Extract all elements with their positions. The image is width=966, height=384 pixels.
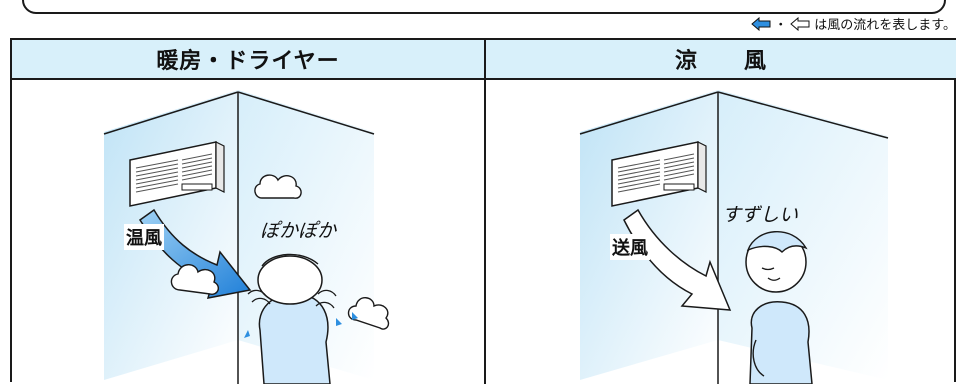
warm-air-label: 温風	[124, 224, 164, 250]
comparison-table: 暖房・ドライヤー 涼 風	[10, 38, 956, 384]
header-heating-dryer: 暖房・ドライヤー	[12, 40, 484, 80]
filled-left-arrow-icon	[751, 16, 771, 31]
person-drying-hair-icon	[244, 253, 358, 384]
top-frame	[22, 0, 946, 14]
legend-text: は風の流れを表します。	[814, 18, 956, 33]
air-conditioner-icon	[129, 141, 225, 207]
cloud-icon	[347, 297, 390, 330]
air-conditioner-icon	[611, 141, 707, 207]
airflow-legend: ・ は風の流れを表します。	[751, 14, 956, 33]
legend-separator: ・	[774, 18, 788, 33]
cloud-icon	[254, 174, 302, 199]
onomatopoeia-pokapoka: ぽかぽか	[260, 220, 337, 242]
outline-left-arrow-icon	[790, 16, 810, 31]
heating-illustration-panel: 温風 ぽかぽか	[12, 80, 484, 384]
breeze-label: 送風	[610, 234, 650, 260]
cool-breeze-illustration	[579, 90, 889, 384]
heating-illustration	[103, 90, 390, 384]
person-cooling-off-icon	[745, 231, 813, 384]
onomatopoeia-suzushii: すずしい	[722, 204, 799, 226]
column-divider	[484, 40, 486, 384]
cloud-icon	[170, 264, 220, 295]
cool-breeze-illustration-panel: 送風 すずしい	[486, 80, 956, 384]
header-cool-breeze: 涼 風	[486, 40, 956, 80]
